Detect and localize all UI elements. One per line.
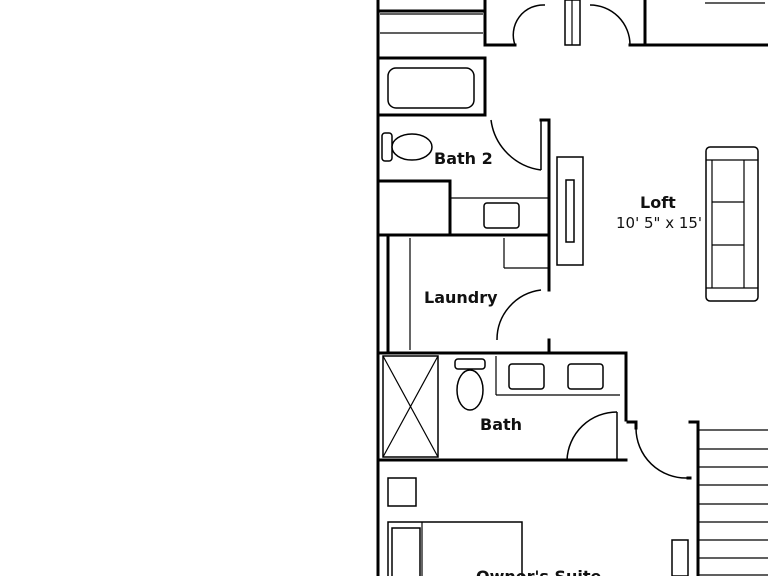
hall-cabinet	[671, 539, 689, 576]
door-swing-hall-left	[512, 4, 546, 46]
sink-left	[508, 363, 545, 390]
toilet-bowl	[391, 133, 433, 161]
door-swing-bath-2	[490, 119, 542, 171]
nightstand	[387, 477, 417, 507]
room-label-laundry: Laundry	[424, 288, 498, 307]
toilet-tank	[381, 132, 393, 162]
room-label-bath-2: Bath 2	[434, 149, 493, 168]
staircase	[698, 429, 768, 576]
door-swing-bath	[566, 411, 618, 461]
room-label-bath: Bath	[480, 415, 522, 434]
television	[565, 179, 575, 243]
top-closet	[376, 0, 487, 60]
toilet-bowl-bath	[456, 369, 484, 411]
door-swing-hall-right	[589, 4, 631, 46]
loft: Loft 10' 5" x 15'	[556, 146, 759, 302]
room-dimensions-loft: 10' 5" x 15'	[616, 214, 702, 232]
laundry: Laundry	[386, 233, 551, 355]
hall-doors-top	[483, 0, 768, 47]
sink-right	[567, 363, 604, 390]
bath: Bath	[376, 351, 628, 462]
bath-2: Bath 2	[376, 56, 551, 237]
room-label-loft: Loft	[640, 193, 676, 212]
room-label-owners-suite: Owner's Suite	[476, 567, 602, 576]
bed-pillow	[391, 527, 421, 576]
sink	[483, 202, 520, 229]
toilet-tank-bath	[454, 358, 486, 370]
owners-suite: Owner's Suite	[387, 477, 602, 576]
stair-hall	[626, 420, 768, 576]
sofa	[705, 146, 759, 302]
door-swing-owners-suite	[635, 427, 689, 479]
door-swing-laundry	[496, 289, 542, 341]
bathtub	[387, 67, 475, 109]
